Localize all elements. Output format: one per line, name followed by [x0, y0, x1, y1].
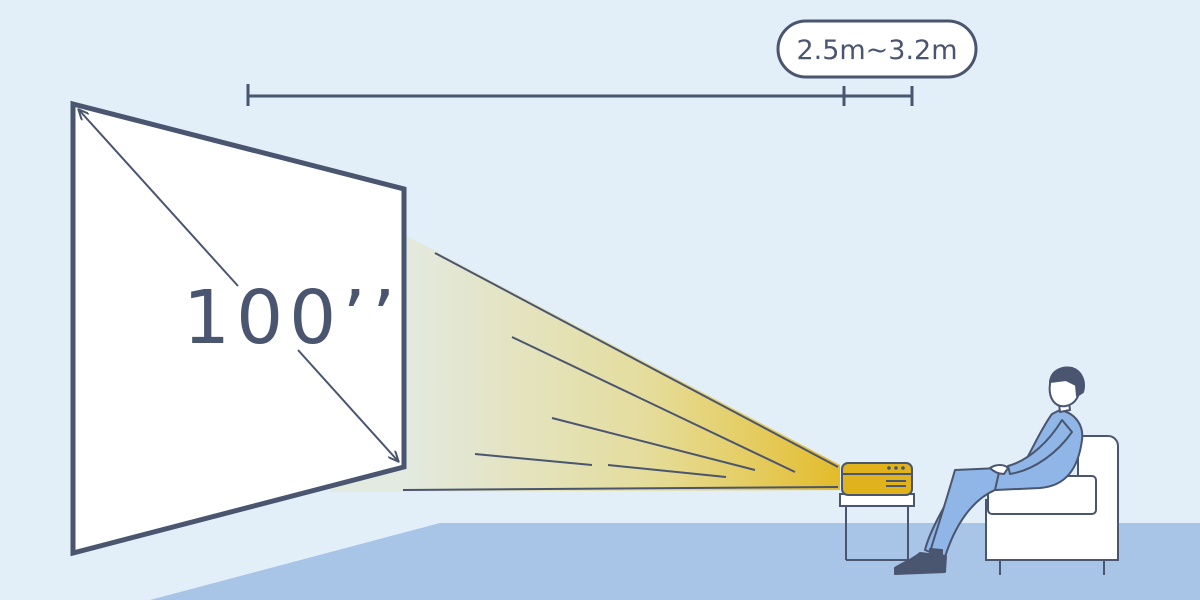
distance-badge: 2.5m~3.2m	[778, 21, 976, 77]
screen-size-label: 100’’	[183, 275, 401, 361]
distance-range-label: 2.5m~3.2m	[796, 35, 957, 66]
distance-measure	[248, 84, 912, 106]
projector-icon	[842, 463, 912, 495]
